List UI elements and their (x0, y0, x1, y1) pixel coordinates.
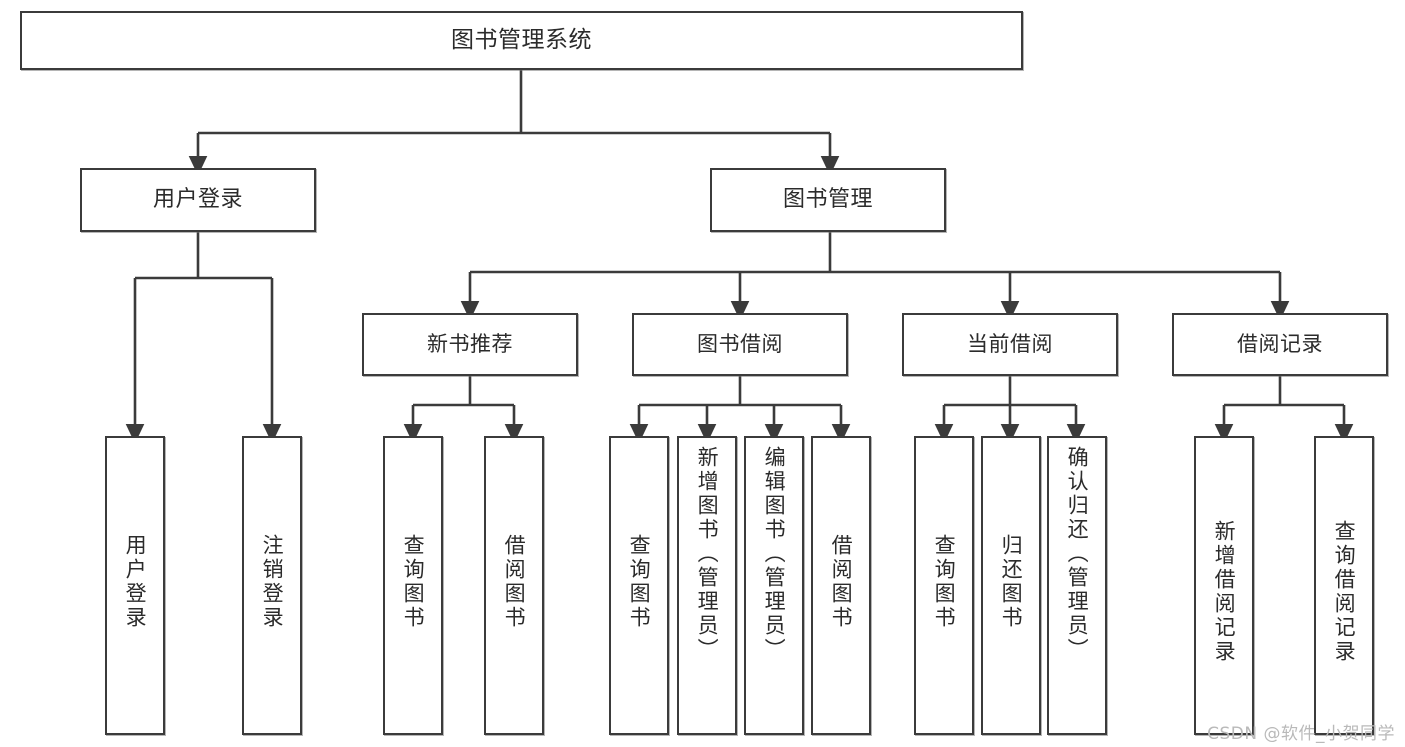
node-label: 查询图书 (932, 534, 957, 630)
leaf-confirm-return-admin[interactable]: 确认归还（管理员） (1047, 436, 1107, 735)
node-label: 确认归还（管理员） (1065, 446, 1090, 662)
leaf-new-book-borrow[interactable]: 借阅图书 (484, 436, 544, 735)
node-label: 归还图书 (999, 534, 1024, 630)
watermark-text: CSDN @软件_小贺同学 (1207, 724, 1395, 744)
leaf-user-logout[interactable]: 注销登录 (242, 436, 302, 735)
node-label: 查询借阅记录 (1332, 520, 1357, 664)
node-label: 借阅记录 (1237, 331, 1323, 356)
node-root-system[interactable]: 图书管理系统 (20, 11, 1023, 70)
node-label: 查询图书 (627, 534, 652, 630)
node-label: 图书借阅 (697, 331, 783, 356)
leaf-add-borrow-record[interactable]: 新增借阅记录 (1194, 436, 1254, 735)
node-book-management[interactable]: 图书管理 (710, 168, 946, 232)
node-label: 注销登录 (260, 534, 285, 630)
leaf-edit-book-admin[interactable]: 编辑图书（管理员） (744, 436, 804, 735)
node-label: 查询图书 (401, 534, 426, 630)
node-current-borrow[interactable]: 当前借阅 (902, 313, 1118, 376)
node-label: 图书管理系统 (451, 27, 592, 54)
leaf-add-book-admin[interactable]: 新增图书（管理员） (677, 436, 737, 735)
node-borrow-record[interactable]: 借阅记录 (1172, 313, 1388, 376)
leaf-query-borrow-record[interactable]: 查询借阅记录 (1314, 436, 1374, 735)
node-label: 用户登录 (123, 534, 148, 630)
leaf-new-book-query[interactable]: 查询图书 (383, 436, 443, 735)
leaf-borrow-book[interactable]: 借阅图书 (811, 436, 871, 735)
node-label: 新增借阅记录 (1212, 520, 1237, 664)
node-label: 用户登录 (152, 186, 243, 212)
leaf-return-book[interactable]: 归还图书 (981, 436, 1041, 735)
node-label: 新增图书（管理员） (695, 446, 720, 662)
node-new-book-recommend[interactable]: 新书推荐 (362, 313, 578, 376)
node-book-borrow[interactable]: 图书借阅 (632, 313, 848, 376)
leaf-borrow-query-book[interactable]: 查询图书 (609, 436, 669, 735)
node-label: 新书推荐 (427, 331, 513, 356)
leaf-current-query-book[interactable]: 查询图书 (914, 436, 974, 735)
node-label: 借阅图书 (829, 534, 854, 630)
node-label: 借阅图书 (502, 534, 527, 630)
node-user-login[interactable]: 用户登录 (80, 168, 316, 232)
node-label: 编辑图书（管理员） (762, 446, 787, 662)
node-label: 当前借阅 (967, 331, 1053, 356)
node-label: 图书管理 (782, 186, 873, 212)
leaf-user-login[interactable]: 用户登录 (105, 436, 165, 735)
